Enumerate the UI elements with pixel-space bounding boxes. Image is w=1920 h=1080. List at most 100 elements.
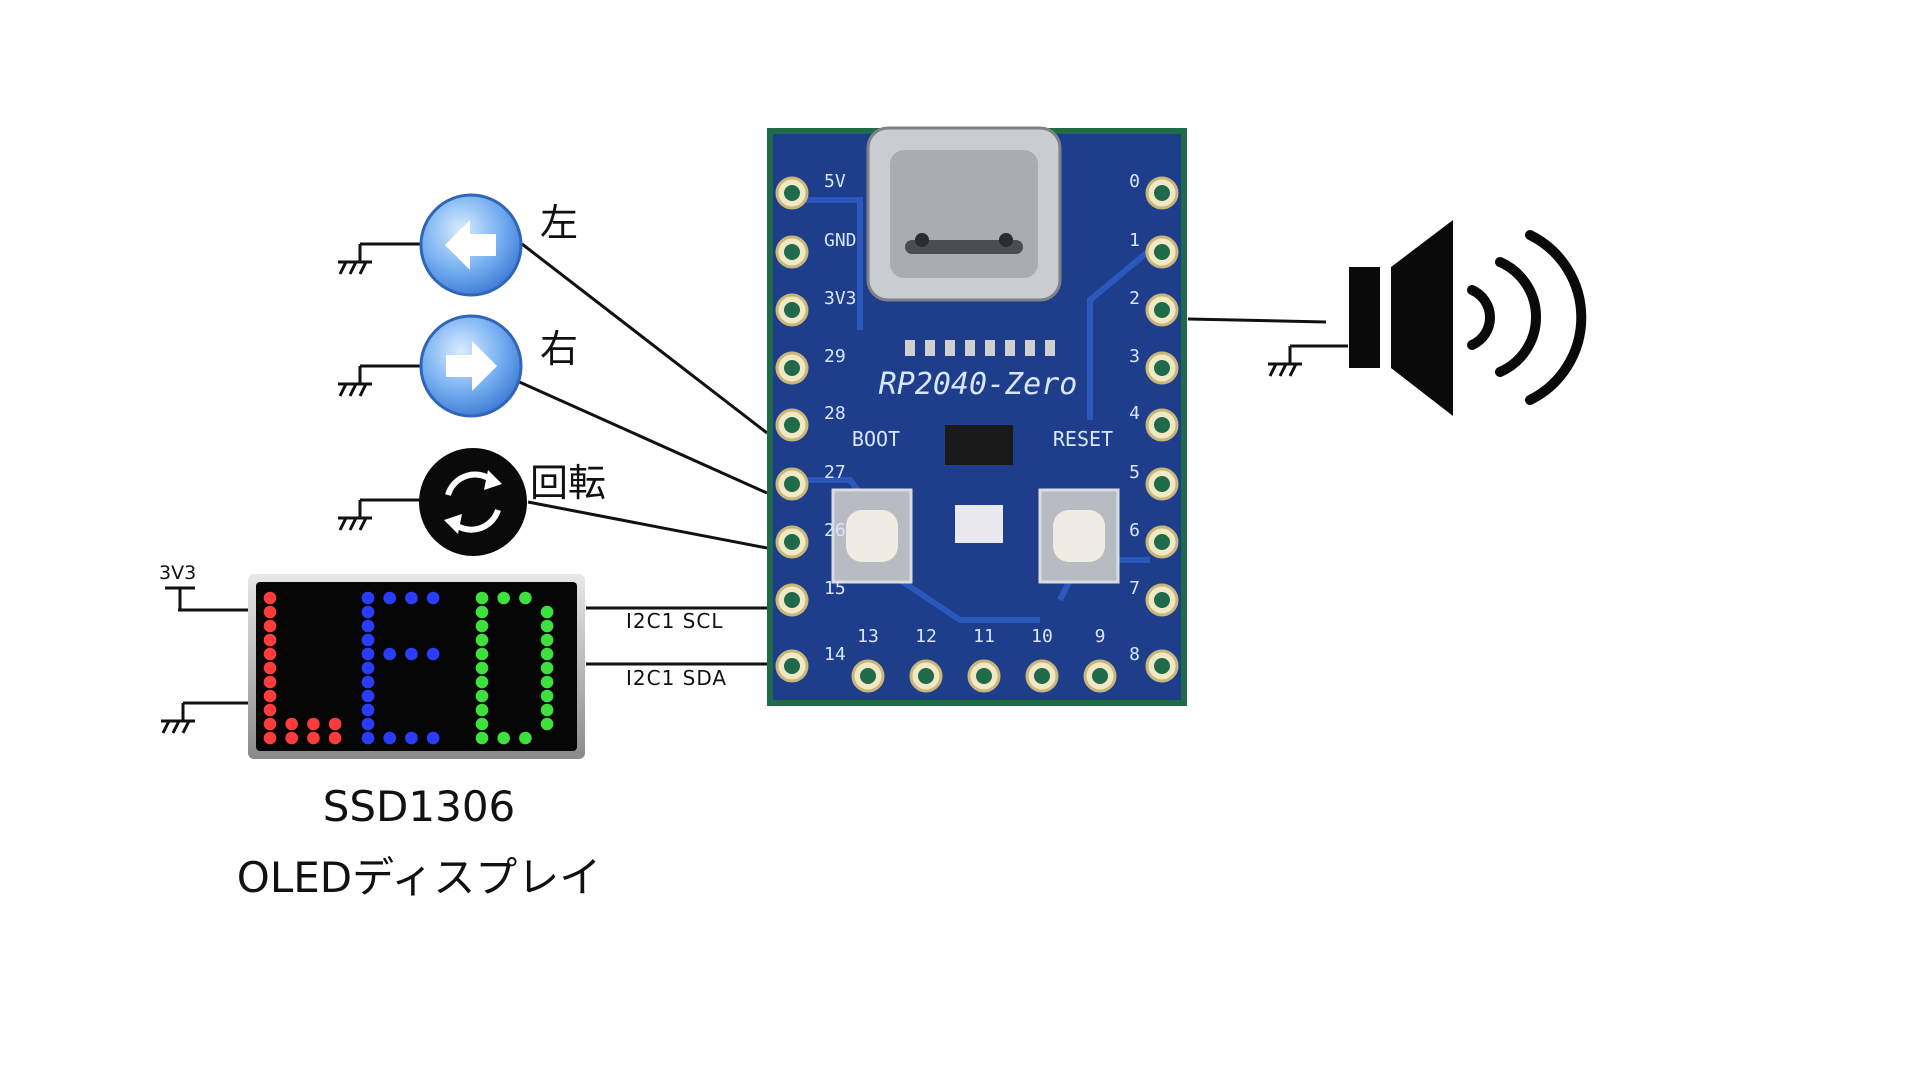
led-dot <box>263 633 277 647</box>
led-dot <box>519 591 532 605</box>
led-dot <box>383 591 397 605</box>
pin-hole <box>1154 534 1170 550</box>
reset-button-icon <box>1038 488 1120 584</box>
pin-hole <box>1154 244 1170 260</box>
led-dot <box>361 717 375 731</box>
led-dot <box>263 661 277 675</box>
right-button-label: 右 <box>540 327 579 371</box>
led-dot <box>263 605 277 619</box>
pin-hole <box>784 244 800 260</box>
led-dot <box>263 591 277 605</box>
pin-label: GND <box>824 230 857 251</box>
pin-hole <box>1154 360 1170 376</box>
ground-icon <box>161 703 195 734</box>
pin-label: 7 <box>1129 578 1140 599</box>
led-dot <box>361 605 375 619</box>
pin-hole <box>784 658 800 674</box>
wire-speaker <box>1187 317 1327 324</box>
led-dot <box>475 647 489 661</box>
pin-hole <box>860 668 876 684</box>
pin-hole <box>784 534 800 550</box>
led-dot <box>475 675 489 689</box>
pin-hole <box>784 476 800 492</box>
power-3v3-label: 3V3 <box>159 562 197 584</box>
scl-label: I2C1 SCL <box>626 609 724 633</box>
led-dot <box>361 661 375 675</box>
led-dot <box>475 633 489 647</box>
boot-button-icon <box>831 488 913 584</box>
led-dot <box>540 605 554 619</box>
pin-label: 15 <box>824 578 846 599</box>
left-button-icon <box>419 193 523 297</box>
led-dot <box>361 703 375 717</box>
pin-label: 9 <box>1095 626 1106 647</box>
led-dot <box>285 717 299 731</box>
pin-label: 11 <box>973 626 995 647</box>
pin-label: 12 <box>915 626 937 647</box>
ground-icon <box>1268 346 1302 377</box>
led-dot <box>475 717 489 731</box>
wire-left-button <box>521 242 768 435</box>
pin-hole <box>1092 668 1108 684</box>
led-dot <box>361 731 375 745</box>
oled-display <box>248 574 585 759</box>
led-dot <box>540 675 554 689</box>
led-dot <box>540 647 554 661</box>
led-dot <box>405 591 418 605</box>
pin-hole <box>784 302 800 318</box>
pin-label: 8 <box>1129 644 1140 665</box>
led-dot <box>426 591 440 605</box>
led-dot <box>426 647 440 661</box>
pin-hole <box>918 668 934 684</box>
led-dot <box>263 717 277 731</box>
rotate-button-icon <box>419 448 527 556</box>
ground-icon <box>338 244 372 275</box>
ground-symbols <box>161 244 1302 734</box>
led-dot <box>328 717 342 731</box>
ground-icon <box>338 500 372 531</box>
pin-hole <box>784 185 800 201</box>
led-dot <box>475 661 489 675</box>
pin-hole <box>784 592 800 608</box>
pin-label: 3V3 <box>824 288 857 309</box>
pin-hole <box>1034 668 1050 684</box>
display-caption-type: OLEDディスプレイ <box>236 853 602 902</box>
pin-hole <box>1154 417 1170 433</box>
left-button-label: 左 <box>540 201 579 245</box>
led-dot <box>497 591 511 605</box>
power-3v3-icon <box>165 586 195 610</box>
pin-label: 13 <box>857 626 879 647</box>
led-dot <box>475 731 489 745</box>
pin-label: 10 <box>1031 626 1053 647</box>
led-dot <box>540 619 554 633</box>
pin-label: 4 <box>1129 403 1140 424</box>
led-dot <box>263 647 277 661</box>
led-dot <box>475 689 489 703</box>
wires <box>178 242 1348 705</box>
led-dot <box>405 731 418 745</box>
pin-label: 3 <box>1129 346 1140 367</box>
led-dot <box>540 633 554 647</box>
led-dot <box>328 731 342 745</box>
speaker-icon <box>1349 220 1587 416</box>
rgb-led-icon <box>955 505 1003 543</box>
pin-label: 5V <box>824 171 846 192</box>
pin-label: 5 <box>1129 462 1140 483</box>
board-name: RP2040-Zero <box>879 367 1078 402</box>
led-dot <box>497 731 511 745</box>
pin-label: 29 <box>824 346 846 367</box>
display-caption-model: SSD1306 <box>322 782 516 831</box>
pin-label: 28 <box>824 403 846 424</box>
pin-label: 0 <box>1129 171 1140 192</box>
pin-label: 27 <box>824 462 846 483</box>
boot-label: BOOT <box>852 427 900 451</box>
led-dot <box>383 647 397 661</box>
led-dot <box>426 731 440 745</box>
led-dot <box>540 717 554 731</box>
led-matrix <box>263 591 554 745</box>
led-dot <box>475 619 489 633</box>
pin-hole <box>784 360 800 376</box>
led-dot <box>263 689 277 703</box>
led-dot <box>540 661 554 675</box>
